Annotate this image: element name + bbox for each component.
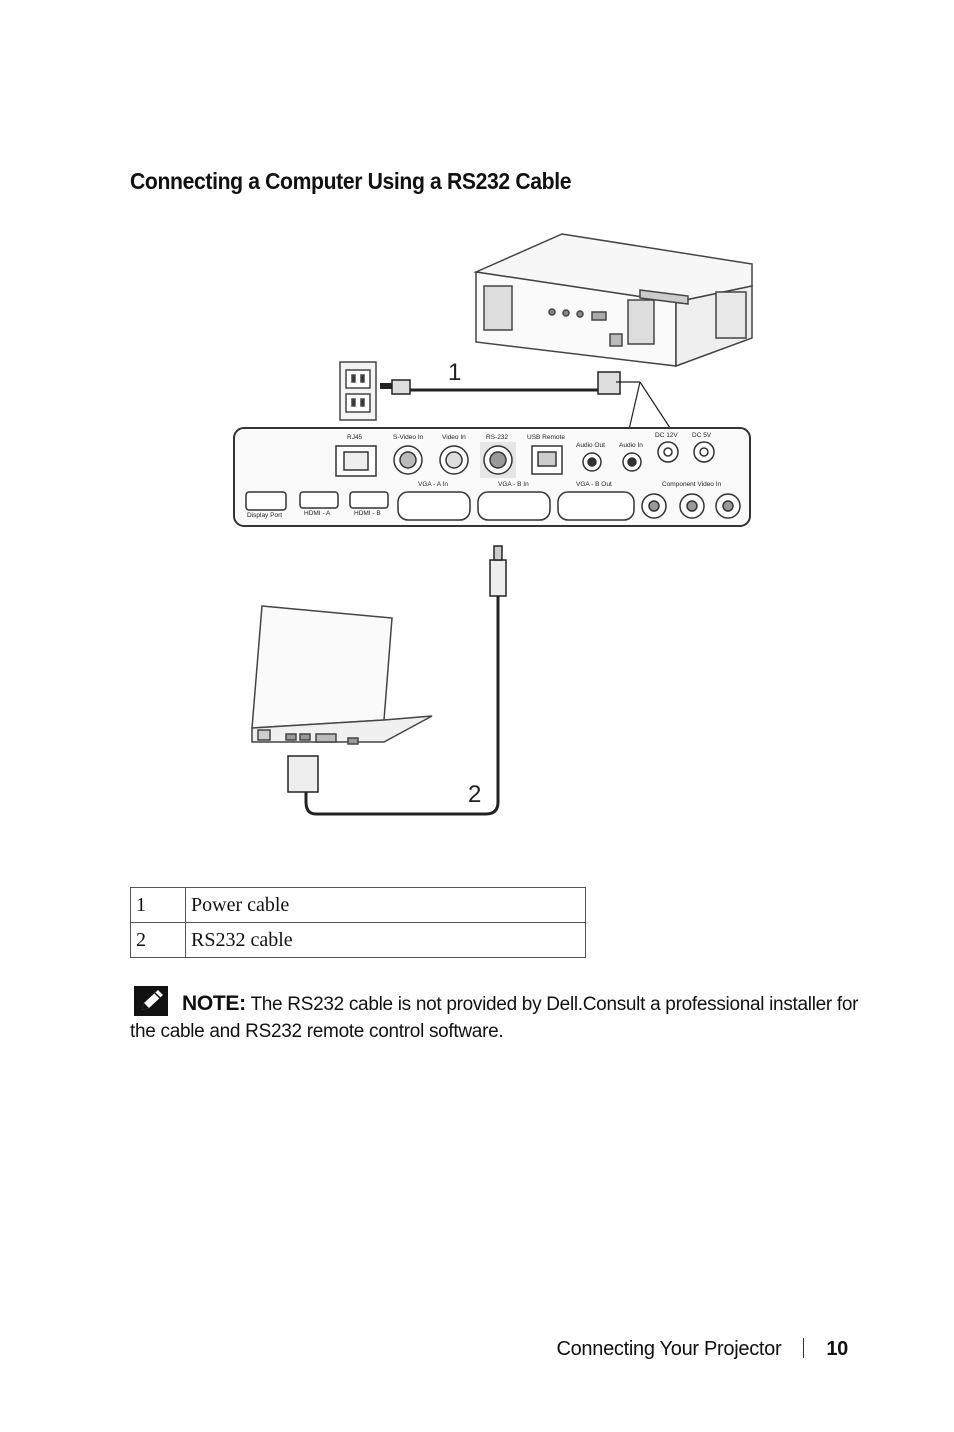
svg-text:HDMI - A: HDMI - A (304, 510, 331, 517)
note-text: The RS232 cable is not provided by Dell.… (130, 994, 859, 1042)
section-title: Connecting a Computer Using a RS232 Cabl… (130, 168, 572, 194)
page-footer: Connecting Your Projector 10 (556, 1338, 848, 1361)
legend-label: Power cable (185, 887, 586, 923)
svg-text:RJ45: RJ45 (347, 434, 363, 441)
note-label: NOTE: (182, 992, 246, 1015)
connector-panel (233, 427, 751, 527)
pencil-note-icon (134, 986, 168, 1016)
rs232-cable (287, 545, 507, 816)
page-number: 10 (826, 1338, 848, 1360)
callout-1: 1 (448, 359, 461, 386)
svg-text:DC 5V: DC 5V (692, 432, 712, 439)
svg-text:VGA - B Out: VGA - B Out (576, 481, 612, 488)
svg-text:HDMI - B: HDMI - B (354, 510, 381, 517)
svg-text:Audio In: Audio In (619, 442, 643, 449)
svg-text:VGA - A In: VGA - A In (418, 481, 448, 488)
legend-number: 2 (130, 922, 186, 958)
svg-text:Audio Out: Audio Out (576, 442, 605, 449)
svg-text:DC 12V: DC 12V (655, 432, 678, 439)
legend-table: 1 Power cable 2 RS232 cable (130, 887, 586, 958)
power-cable (380, 371, 675, 435)
svg-text:USB Remote: USB Remote (527, 434, 565, 441)
table-row: 1 Power cable (130, 887, 586, 923)
footer-divider (803, 1338, 805, 1358)
laptop-illustration (251, 605, 433, 745)
svg-text:Display Port: Display Port (247, 512, 282, 519)
footer-chapter: Connecting Your Projector (556, 1338, 782, 1360)
svg-text:VGA - B In: VGA - B In (498, 481, 529, 488)
wall-outlet-illustration (339, 361, 377, 421)
legend-number: 1 (130, 887, 186, 923)
svg-text:RS-232: RS-232 (486, 434, 508, 441)
svg-text:Component Video In: Component Video In (662, 481, 722, 488)
svg-text:S-Video In: S-Video In (393, 434, 424, 441)
svg-text:Video In: Video In (442, 434, 466, 441)
note-block: NOTE: The RS232 cable is not provided by… (130, 986, 870, 1045)
legend-label: RS232 cable (185, 922, 586, 958)
table-row: 2 RS232 cable (130, 922, 586, 958)
panel-labels: RJ45 S-Video In Video In RS-232 USB Remo… (247, 432, 722, 519)
projector-illustration (473, 233, 753, 368)
callout-2: 2 (468, 781, 481, 808)
